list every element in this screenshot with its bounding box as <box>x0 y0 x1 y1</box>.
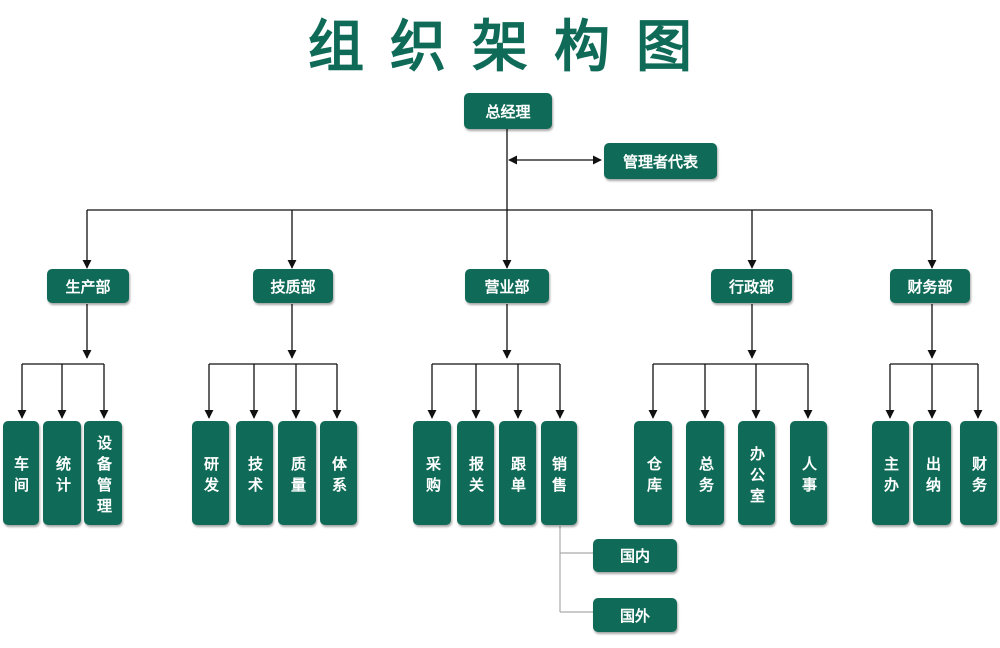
unit-human-resources: 人事 <box>790 421 827 525</box>
management-representative-box: 管理者代表 <box>604 143 717 179</box>
sales-overseas-box: 国外 <box>593 598 677 632</box>
unit-cashier: 出纳 <box>913 421 951 525</box>
department-administration: 行政部 <box>711 269 792 303</box>
unit-accounting: 财务 <box>960 421 997 525</box>
unit-technology: 技术 <box>236 421 273 525</box>
page-title: 组织架构图 <box>308 15 718 80</box>
department-sales: 营业部 <box>465 269 549 303</box>
unit-equipment-management: 设备管理 <box>84 421 122 525</box>
unit-order-follow-up: 跟单 <box>499 421 536 525</box>
unit-sales: 销售 <box>541 421 577 525</box>
unit-workshop: 车间 <box>3 421 39 525</box>
unit-customs: 报关 <box>457 421 494 525</box>
unit-research: 研发 <box>192 421 229 525</box>
general-manager-box: 总经理 <box>464 93 552 129</box>
department-production: 生产部 <box>47 269 129 303</box>
unit-statistics: 统计 <box>43 421 81 525</box>
unit-purchasing: 采购 <box>413 421 451 525</box>
unit-system: 体系 <box>320 421 357 525</box>
unit-office: 办公室 <box>738 421 775 525</box>
unit-general-affairs: 总务 <box>686 421 724 525</box>
unit-quality: 质量 <box>278 421 316 525</box>
unit-supervisor: 主办 <box>872 421 909 525</box>
unit-warehouse: 仓库 <box>634 421 672 525</box>
department-finance: 财务部 <box>890 269 970 303</box>
sales-domestic-box: 国内 <box>593 539 677 572</box>
department-tech-quality: 技质部 <box>253 269 333 303</box>
